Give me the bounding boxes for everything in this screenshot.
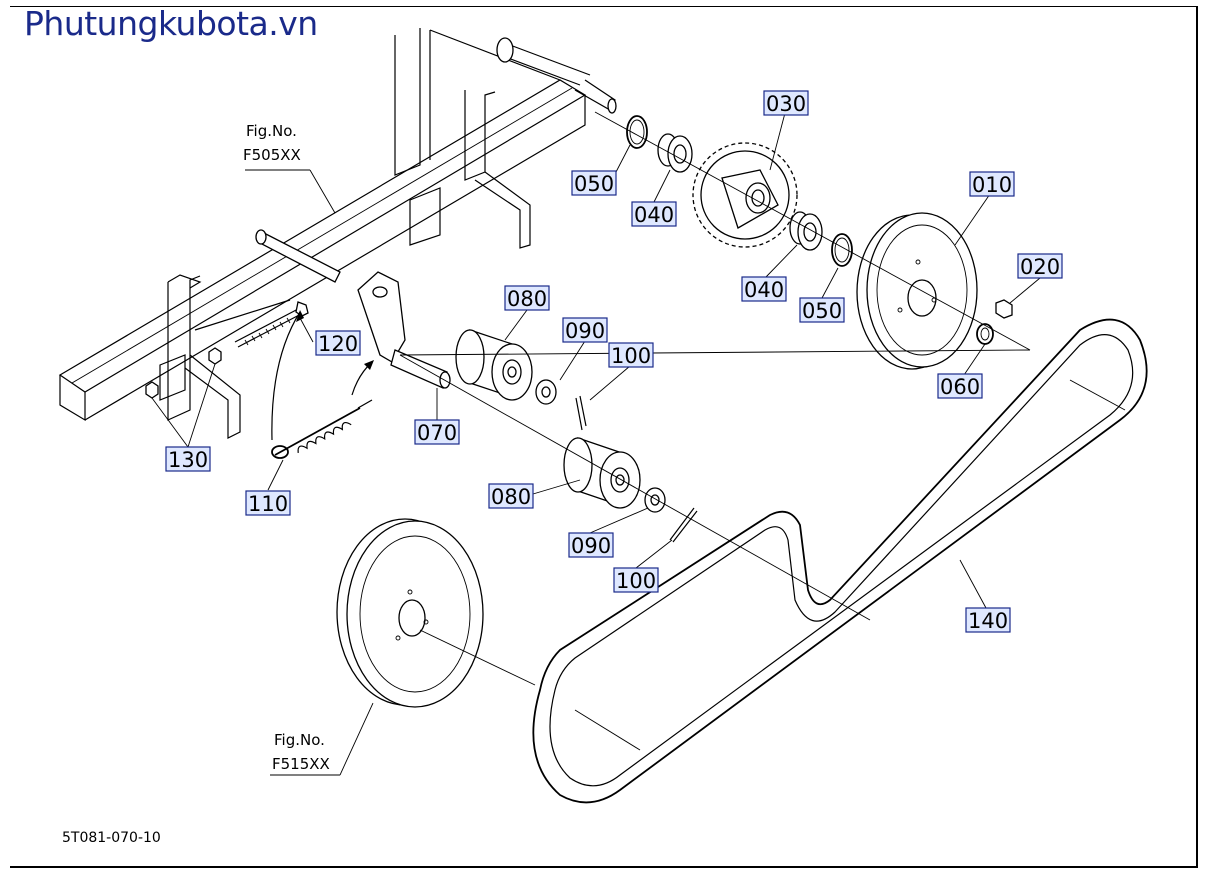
part-label-080-lower[interactable]: 080 bbox=[488, 483, 534, 509]
sprocket-030 bbox=[692, 142, 798, 248]
part-label-050-left[interactable]: 050 bbox=[571, 170, 617, 196]
part-label-100-lower[interactable]: 100 bbox=[613, 567, 659, 593]
part-label-040-right[interactable]: 040 bbox=[741, 276, 787, 302]
idler-pulley-080-upper bbox=[455, 329, 533, 401]
assembly-centerlines bbox=[399, 111, 1126, 751]
svg-text:Fig.No.: Fig.No. bbox=[246, 122, 297, 140]
part-label-080-upper[interactable]: 080 bbox=[504, 285, 550, 311]
part-label-060[interactable]: 060 bbox=[937, 373, 983, 399]
svg-text:F505XX: F505XX bbox=[243, 146, 301, 164]
part-label-090-lower[interactable]: 090 bbox=[568, 532, 614, 558]
svg-text:080: 080 bbox=[507, 287, 547, 311]
snap-ring-050 bbox=[626, 115, 853, 267]
idler-pulley-080-lower bbox=[563, 437, 641, 509]
part-label-030[interactable]: 030 bbox=[763, 90, 809, 116]
part-label-090-upper[interactable]: 090 bbox=[562, 317, 608, 343]
part-label-100-upper[interactable]: 100 bbox=[608, 342, 654, 368]
svg-text:070: 070 bbox=[417, 421, 457, 445]
bearing-040 bbox=[657, 133, 823, 251]
watermark: Phutungkubota.vn bbox=[24, 4, 318, 43]
part-label-140[interactable]: 140 bbox=[965, 607, 1011, 633]
svg-text:030: 030 bbox=[766, 92, 806, 116]
pulley-010 bbox=[856, 212, 978, 370]
svg-text:050: 050 bbox=[802, 299, 842, 323]
fig-ref-f505xx: Fig.No. F505XX bbox=[243, 122, 301, 164]
part-label-110[interactable]: 110 bbox=[245, 490, 291, 516]
svg-text:F515XX: F515XX bbox=[272, 755, 330, 773]
svg-text:Fig.No.: Fig.No. bbox=[274, 731, 325, 749]
svg-text:040: 040 bbox=[634, 203, 674, 227]
svg-text:140: 140 bbox=[968, 609, 1008, 633]
svg-text:040: 040 bbox=[744, 278, 784, 302]
bolt-020 bbox=[995, 299, 1013, 319]
svg-text:060: 060 bbox=[940, 375, 980, 399]
washer-090 bbox=[535, 379, 666, 513]
lower-pulley bbox=[336, 518, 484, 708]
svg-text:080: 080 bbox=[491, 485, 531, 509]
nut-130 bbox=[145, 347, 222, 399]
part-label-050-right[interactable]: 050 bbox=[799, 297, 845, 323]
svg-text:100: 100 bbox=[616, 569, 656, 593]
svg-text:090: 090 bbox=[565, 319, 605, 343]
part-label-040-left[interactable]: 040 bbox=[631, 201, 677, 227]
part-label-010[interactable]: 010 bbox=[969, 171, 1015, 197]
diagram-code: 5T081-070-10 bbox=[62, 830, 161, 846]
svg-text:010: 010 bbox=[972, 173, 1012, 197]
chassis-frame bbox=[58, 28, 617, 439]
part-label-120[interactable]: 120 bbox=[315, 330, 361, 356]
v-belt-140 bbox=[532, 318, 1148, 804]
svg-text:020: 020 bbox=[1020, 255, 1060, 279]
washer-060 bbox=[976, 323, 994, 345]
part-label-020[interactable]: 020 bbox=[1017, 253, 1063, 279]
svg-text:110: 110 bbox=[248, 492, 288, 516]
svg-text:130: 130 bbox=[168, 448, 208, 472]
svg-text:120: 120 bbox=[318, 332, 358, 356]
cotter-pin-100 bbox=[575, 395, 698, 543]
leader-lines bbox=[151, 112, 1041, 776]
part-label-070[interactable]: 070 bbox=[414, 419, 460, 445]
tension-arm-070 bbox=[357, 271, 451, 389]
svg-text:100: 100 bbox=[611, 344, 651, 368]
svg-text:090: 090 bbox=[571, 534, 611, 558]
part-label-130[interactable]: 130 bbox=[165, 446, 211, 472]
svg-text:050: 050 bbox=[574, 172, 614, 196]
fig-ref-f515xx: Fig.No. F515XX bbox=[272, 731, 330, 773]
spring-110 bbox=[271, 310, 374, 459]
diagram-frame bbox=[10, 6, 1198, 868]
